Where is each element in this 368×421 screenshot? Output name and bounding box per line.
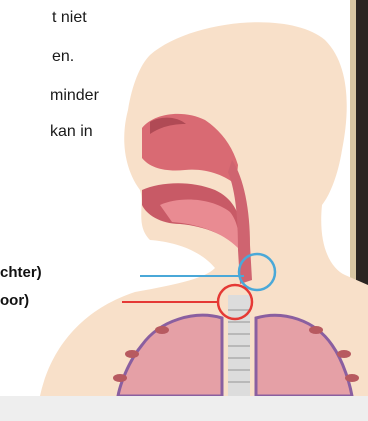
paragraph-line-1: t niet [52,8,87,27]
upper-structure-label: chter) [0,264,42,281]
bottom-strip [0,396,368,421]
paragraph-line-2: en. [52,47,74,66]
paragraph-line-3: minder [50,86,99,105]
lower-structure-label: oor) [0,292,29,309]
paragraph-line-4: kan in [50,122,93,141]
